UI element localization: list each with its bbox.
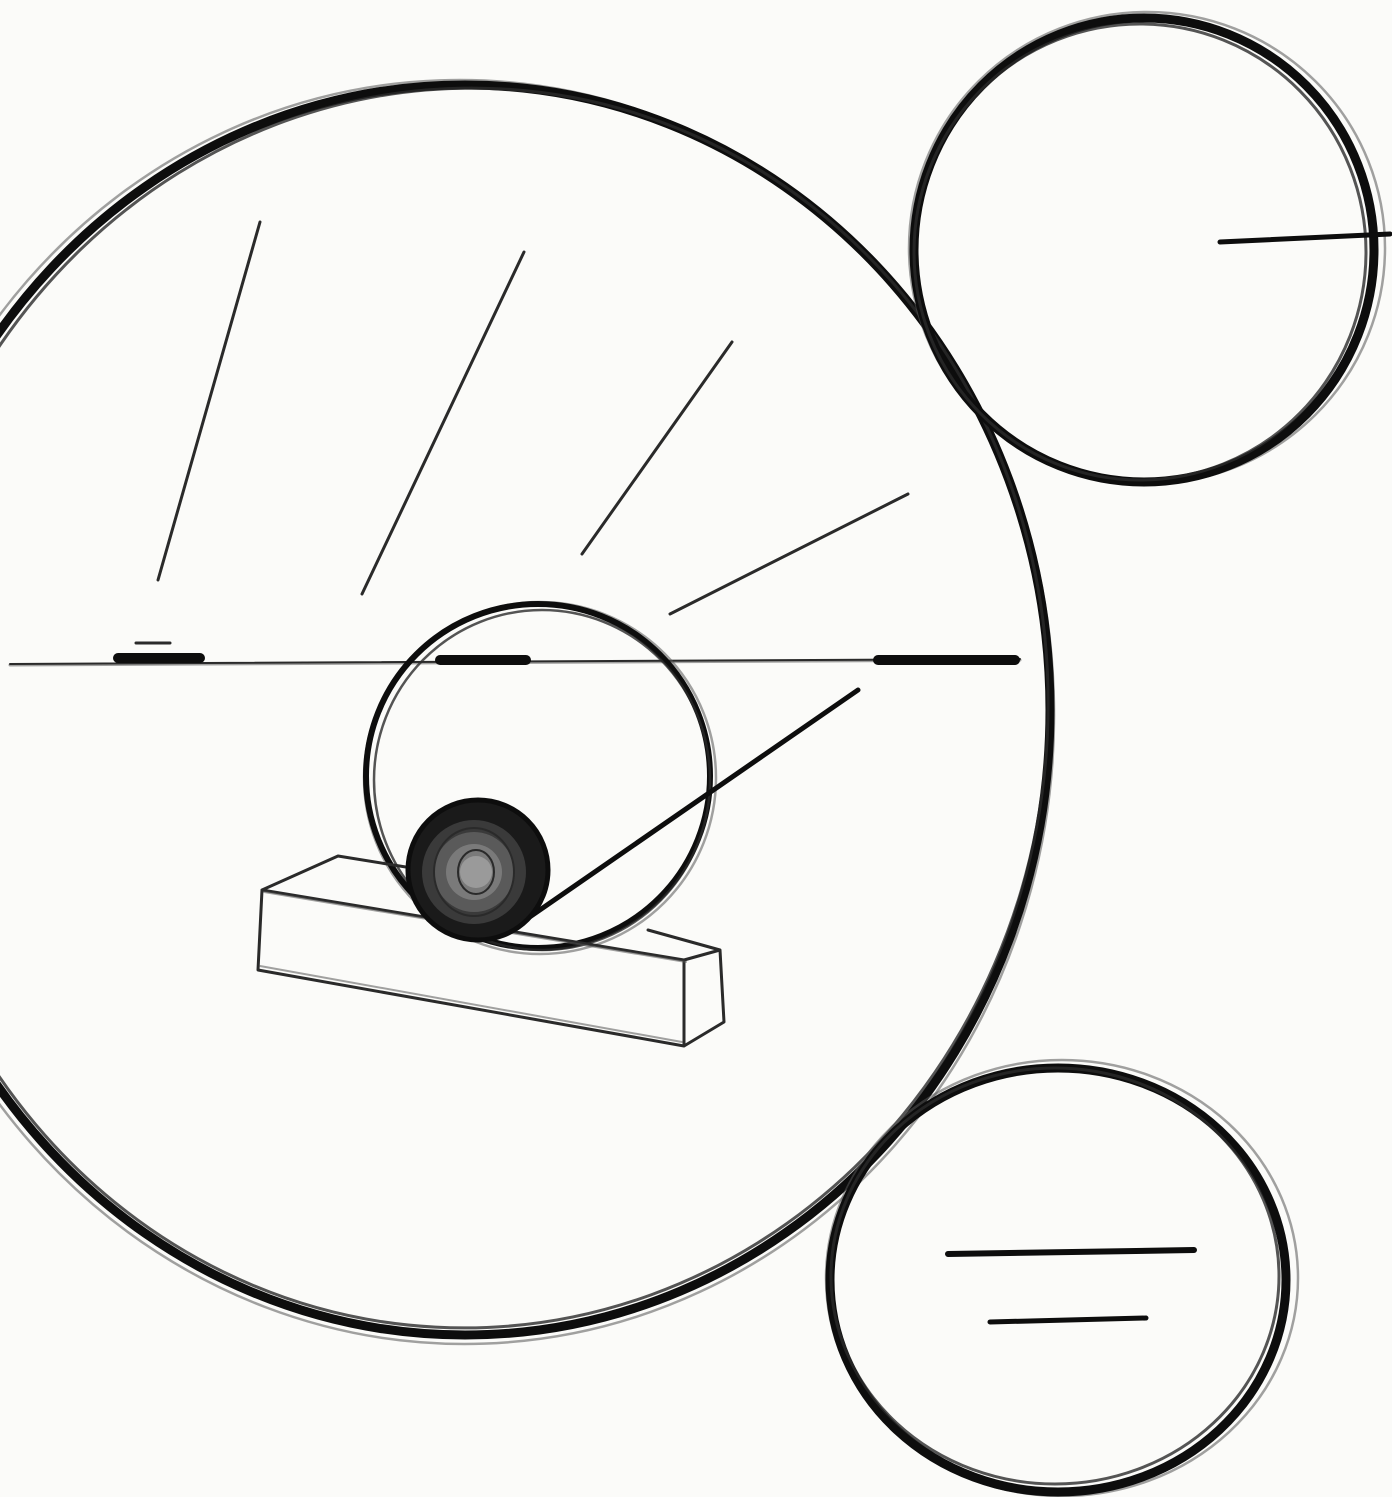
lower-right-circle xyxy=(826,1060,1298,1496)
lower-circle-line-upper xyxy=(948,1250,1194,1254)
radiating-rays xyxy=(158,222,908,614)
upper-right-circle xyxy=(909,12,1390,484)
small-shaded-ball xyxy=(408,800,548,940)
tangent-line xyxy=(508,690,858,932)
lower-circle-line-lower xyxy=(990,1318,1146,1322)
horizon-line xyxy=(10,643,1020,665)
